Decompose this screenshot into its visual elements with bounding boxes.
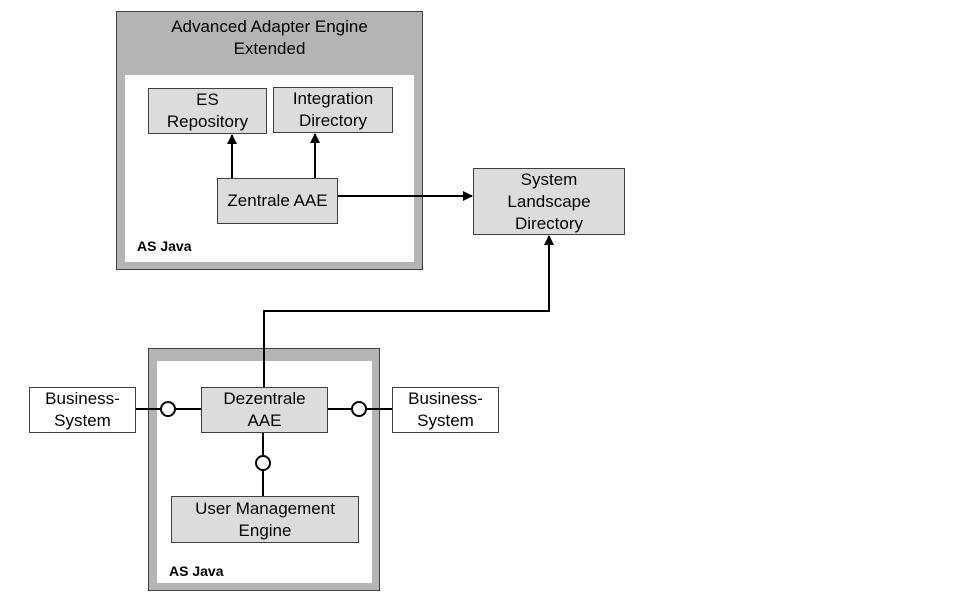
decentral-as-java-label: AS Java (169, 563, 224, 579)
business-system-right-box[interactable]: Business- System (392, 387, 499, 433)
interface-right-icon (351, 401, 367, 417)
dezentrale-aae-box[interactable]: Dezentrale AAE (201, 387, 328, 433)
integration-directory-box[interactable]: Integration Directory (273, 87, 393, 133)
es-repository-box[interactable]: ES Repository (148, 88, 267, 134)
interface-ume-icon (255, 455, 271, 471)
central-as-java-label: AS Java (137, 238, 192, 254)
sld-box[interactable]: System Landscape Directory (473, 168, 625, 235)
central-container-title: Advanced Adapter Engine Extended (171, 17, 368, 58)
arrow-dezentrale-to-sld (263, 235, 554, 387)
user-management-engine-box[interactable]: User Management Engine (171, 496, 359, 543)
interface-left-icon (160, 401, 176, 417)
zentrale-aae-box[interactable]: Zentrale AAE (217, 178, 338, 224)
business-system-left-box[interactable]: Business- System (29, 387, 136, 433)
